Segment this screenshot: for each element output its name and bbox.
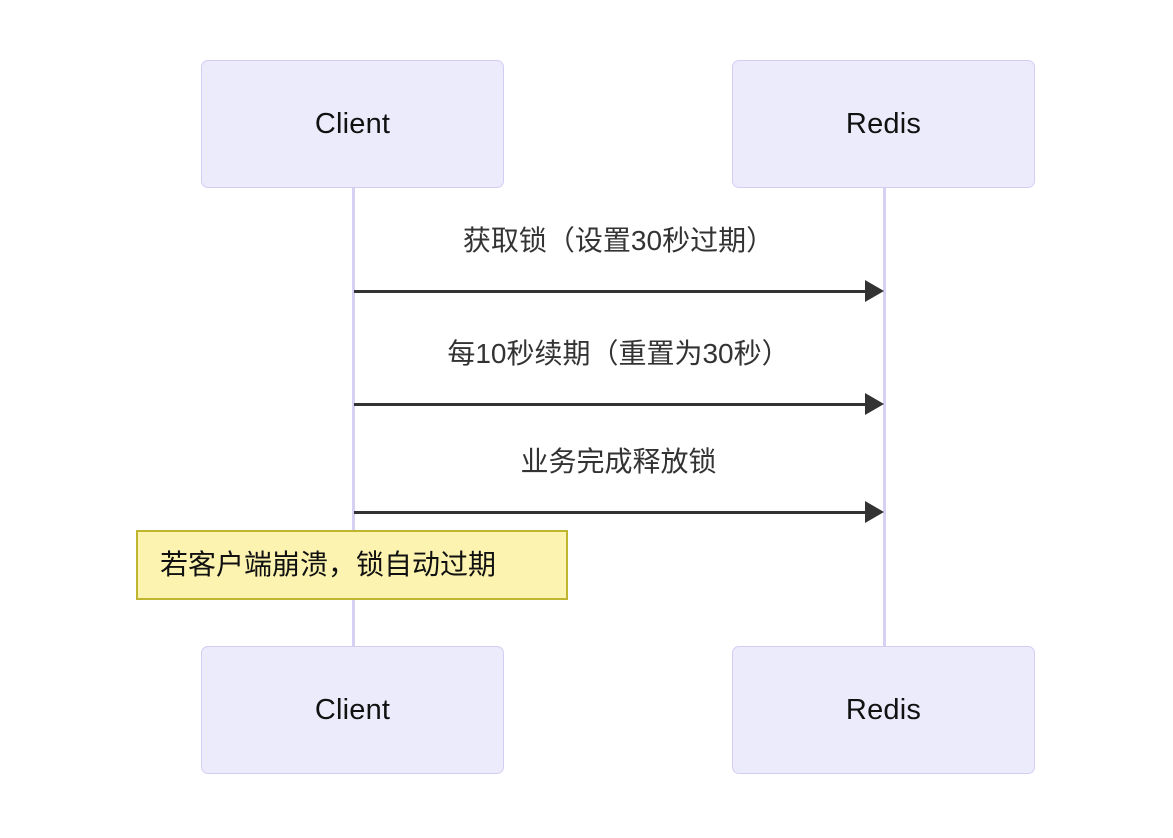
lifeline-client [352,188,355,646]
participant-box-client-top[interactable]: Client [201,60,504,188]
message-label-3: 业务完成释放锁 [520,446,717,477]
message-line-3 [354,511,871,514]
message-arrowhead-3 [865,501,884,523]
message-label-1: 获取锁（设置30秒过期） [462,225,775,256]
participant-box-redis-bottom[interactable]: Redis [732,646,1035,774]
participant-label-redis-top: Redis [845,107,922,140]
message-label-2: 每10秒续期（重置为30秒） [447,338,790,369]
note-crash-note[interactable]: 若客户端崩溃，锁自动过期 [136,530,568,600]
participant-label-client-top: Client [314,107,391,140]
message-line-2 [354,403,871,406]
participant-label-redis-bottom: Redis [845,693,922,726]
participant-box-redis-top[interactable]: Redis [732,60,1035,188]
participant-box-client-bottom[interactable]: Client [201,646,504,774]
message-arrowhead-1 [865,280,884,302]
note-text: 若客户端崩溃，锁自动过期 [160,548,497,580]
message-line-1 [354,290,871,293]
lifeline-redis [883,188,886,646]
message-arrowhead-2 [865,393,884,415]
participant-label-client-bottom: Client [314,693,391,726]
